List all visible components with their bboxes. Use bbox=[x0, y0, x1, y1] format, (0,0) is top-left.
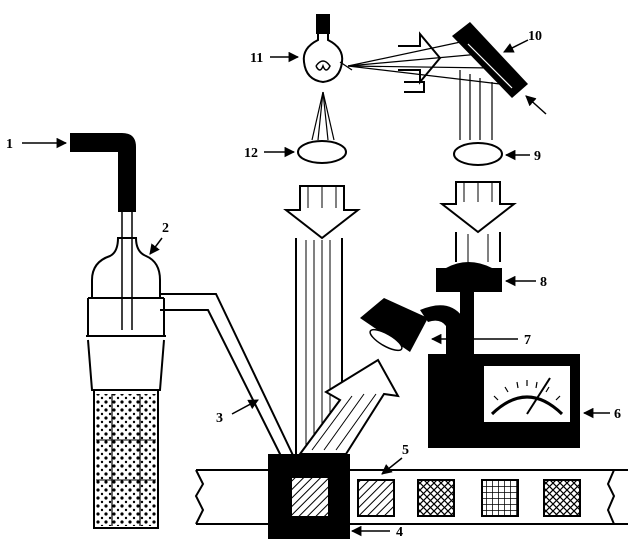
mirror-10 bbox=[452, 22, 528, 98]
svg-text:11: 11 bbox=[250, 51, 263, 66]
detector-7 bbox=[360, 298, 462, 356]
lamp-rays bbox=[311, 91, 335, 141]
svg-text:10: 10 bbox=[528, 29, 542, 44]
measuring-cell-holder bbox=[268, 454, 350, 539]
svg-text:8: 8 bbox=[540, 275, 547, 290]
sample-cells bbox=[357, 479, 581, 517]
incident-beam bbox=[283, 185, 361, 454]
svg-text:3: 3 bbox=[216, 411, 223, 426]
reflected-beam bbox=[298, 358, 400, 455]
label-9: 9 bbox=[504, 149, 541, 164]
label-11: 11 bbox=[250, 51, 300, 66]
label-8: 8 bbox=[504, 275, 547, 290]
beam-chopper bbox=[398, 31, 442, 93]
svg-text:2: 2 bbox=[162, 221, 169, 236]
lens-9 bbox=[453, 142, 503, 166]
label-4: 4 bbox=[350, 525, 403, 539]
mirror-rays bbox=[459, 70, 493, 140]
label-5: 5 bbox=[381, 443, 409, 475]
lamp-to-mirror-rays bbox=[339, 39, 501, 85]
svg-text:1: 1 bbox=[6, 137, 13, 152]
svg-text:7: 7 bbox=[524, 333, 531, 348]
label-6: 6 bbox=[582, 407, 621, 422]
label-7: 7 bbox=[430, 333, 531, 348]
label-12: 12 bbox=[244, 146, 296, 161]
svg-text:6: 6 bbox=[614, 407, 621, 422]
lamp-bulb bbox=[302, 14, 344, 84]
label-10: 10 bbox=[503, 29, 547, 115]
lens-12 bbox=[297, 140, 347, 164]
svg-text:4: 4 bbox=[396, 525, 403, 539]
svg-text:12: 12 bbox=[244, 146, 258, 161]
meter-6 bbox=[428, 354, 580, 448]
delivery-tube bbox=[160, 293, 301, 475]
svg-text:5: 5 bbox=[402, 443, 409, 458]
label-1: 1 bbox=[6, 137, 68, 152]
reference-beam bbox=[439, 181, 517, 262]
label-2: 2 bbox=[149, 221, 169, 255]
spray-nozzle bbox=[70, 133, 136, 330]
svg-text:9: 9 bbox=[534, 149, 541, 164]
spray-chamber bbox=[86, 237, 166, 529]
label-3: 3 bbox=[216, 399, 259, 426]
